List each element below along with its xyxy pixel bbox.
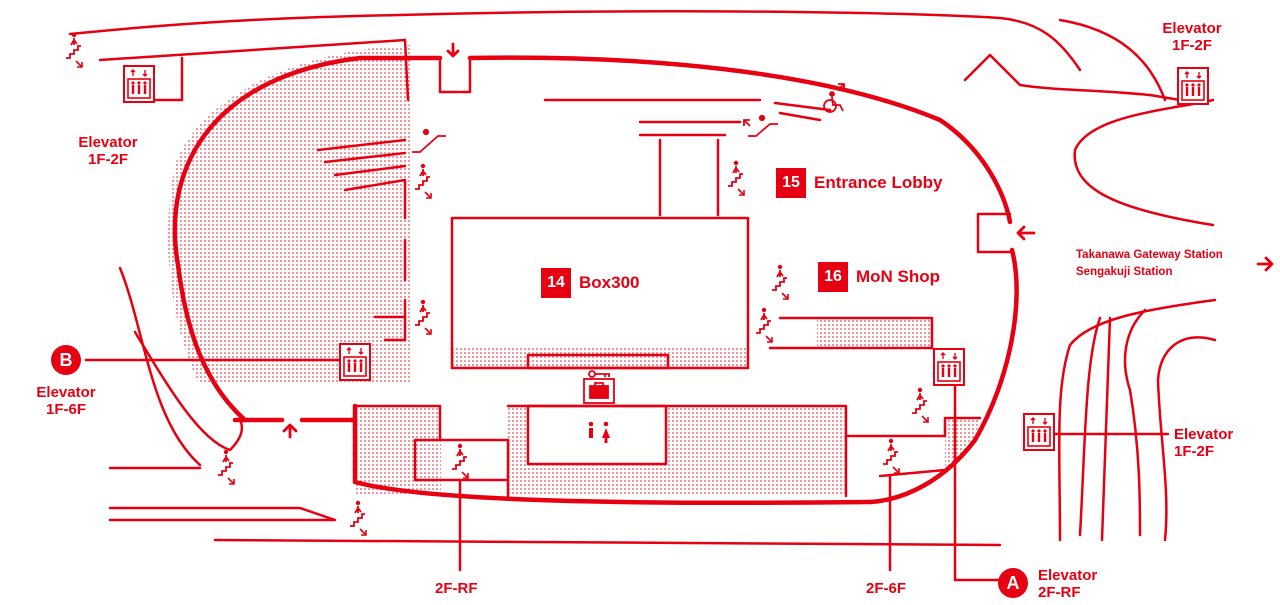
room-label-mon-shop[interactable]: 16 MoN Shop (818, 262, 940, 292)
elevator-title: Elevator (36, 384, 96, 401)
elevator-icon (339, 343, 371, 381)
stairs-icon (882, 437, 900, 474)
stipple-area-south-left (355, 406, 441, 496)
stairs-icon (414, 298, 432, 335)
room-label-entrance-lobby[interactable]: 15 Entrance Lobby (776, 168, 942, 198)
elevator-icon (1177, 67, 1209, 105)
elevator-title: Elevator (1174, 426, 1234, 443)
elevator-marker-a[interactable]: A (998, 568, 1028, 598)
room-name: MoN Shop (856, 267, 941, 286)
elevator-floors: 1F-6F (45, 401, 86, 418)
stairs-icon (771, 263, 789, 300)
elevator-label-b: Elevator 1F-6F (26, 384, 106, 418)
stipple-area-shop (817, 318, 932, 348)
room-number: 14 (541, 268, 571, 298)
road-northeast (1058, 18, 1182, 102)
escalator-icon (412, 128, 446, 153)
stairs-icon (451, 442, 469, 479)
south-inner-room (526, 404, 668, 466)
locker-icon (583, 378, 615, 404)
road-west-curve (118, 266, 202, 467)
elevator-floors: 1F-2F (1171, 37, 1212, 54)
destination-arrow-icon (1256, 256, 1274, 272)
stairs-icon (755, 306, 773, 343)
stipple-area-west (168, 45, 410, 382)
elevator-icon (1023, 413, 1055, 451)
elevator-icon (933, 348, 965, 386)
room-number: 15 (776, 168, 806, 198)
elevator-label-top-right: Elevator 1F-2F (1152, 20, 1232, 54)
destination-label: Takanawa Gateway Station Sengakuji Stati… (1076, 247, 1223, 281)
room-name: Box300 (579, 273, 640, 292)
room-label-box300[interactable]: 14 Box300 (541, 268, 639, 298)
room-number: 16 (818, 262, 848, 292)
stairs-icon (65, 31, 83, 68)
road-east-south (1057, 298, 1217, 542)
road-south (108, 466, 1002, 547)
elevator-label-a: Elevator 2F-RF (1038, 567, 1097, 601)
elevator-marker-b[interactable]: B (51, 345, 81, 375)
road-north (68, 10, 1082, 72)
destination-sengakuji: Sengakuji Station (1076, 266, 1173, 278)
elevator-floors: 1F-2F (87, 151, 128, 168)
elevator-icon (123, 65, 155, 103)
elevator-title: Elevator (1162, 20, 1222, 37)
elevator-title: Elevator (78, 134, 138, 151)
stairs-label-left: 2F-RF (435, 580, 478, 597)
elevator-label-top-left: Elevator 1F-2F (68, 134, 148, 168)
road-east-curve (1073, 98, 1215, 227)
leader-a (953, 383, 1002, 582)
road-north-inner (98, 38, 410, 102)
stairs-icon (217, 448, 235, 485)
building-outline-south (352, 403, 873, 506)
south-exit-arrow-icon (282, 423, 298, 439)
building-outline-northwest (172, 55, 443, 423)
stairs-label-right: 2F-6F (866, 580, 907, 597)
destination-takanawa: Takanawa Gateway Station (1076, 249, 1223, 261)
room-name: Entrance Lobby (814, 173, 943, 192)
elevator-label-right-mid: Elevator 1F-2F (1174, 426, 1233, 460)
wheelchair-icon (823, 83, 845, 113)
stairs-icon (727, 159, 745, 196)
stairs-icon (414, 162, 432, 199)
stairs-icon (349, 499, 367, 536)
elevator-floors: 2F-RF (1038, 584, 1081, 601)
escalator-icon (743, 114, 778, 137)
elevator-floors: 1F-2F (1174, 443, 1215, 460)
key-icon (588, 370, 610, 378)
restroom-icon (588, 421, 610, 443)
building-outline-east (867, 247, 1019, 505)
stairs-icon (911, 386, 929, 423)
elevator-title: Elevator (1038, 567, 1098, 584)
stipple-area-box300 (452, 346, 748, 368)
building-outline-north (467, 55, 1013, 225)
